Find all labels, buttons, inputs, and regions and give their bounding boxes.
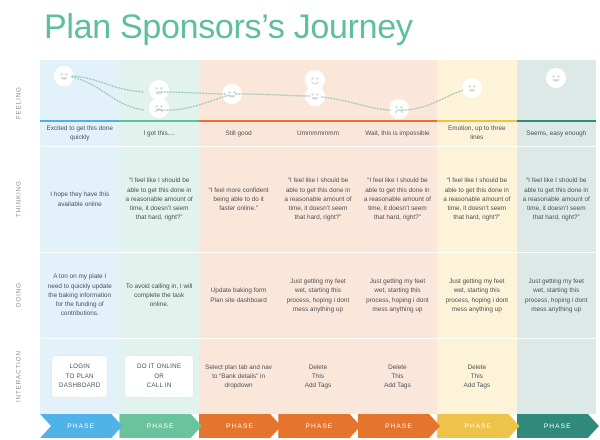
phase-chevron[interactable]: PHASE [119,414,201,438]
happy-face-icon [546,68,567,88]
happy-face-icon [222,84,243,104]
neutral-face-icon [304,70,325,90]
sad-face-icon [149,98,170,118]
thinking-cell: “I feel like I should be able to get thi… [516,146,596,252]
feeling-caption: Ummmmmmm [278,120,358,146]
phase-chevron[interactable]: PHASE [199,414,281,438]
doing-cell: Just getting my feet wet, starting this … [357,252,438,338]
thinking-cell: “I feel like I should be able to get thi… [278,146,358,252]
journey-column: Still good“I feel more confident being a… [198,60,279,414]
phase-label: PHASE [67,422,96,430]
phase-bar: PHASE PHASE PHASE PHASE PHASE PHASE PHASE [40,414,596,438]
interaction-cell: Select plan tab and nav to “Bank details… [198,338,279,414]
page-title: Plan Sponsors’s Journey [44,8,413,46]
thinking-cell: “I feel like I should be able to get thi… [357,146,438,252]
phase-chevron[interactable]: PHASE [40,414,122,438]
doing-cell: Just getting my feet wet, starting this … [278,252,358,338]
feeling-caption: Wait, this is impossible [357,120,438,146]
journey-column: Wait, this is impossible“I feel like I s… [357,60,438,414]
doing-cell: To avoid calling in, I will complete the… [119,252,199,338]
thinking-cell: “I feel like I should be able to get thi… [119,146,199,252]
phase-chevron[interactable]: PHASE [437,414,519,438]
feeling-caption: Still good [198,120,279,146]
feeling-chart-cell [517,60,596,120]
sad-face-icon [388,99,409,119]
thinking-cell: I hope they have this available online [40,146,120,252]
feeling-chart-cell [437,60,516,120]
feeling-caption: Seems, easy enough [516,120,596,146]
phase-label: PHASE [543,422,572,430]
journey-column: Emotion, up to three lines“I feel like I… [437,60,517,414]
feeling-caption: Excited to get this done quickly [40,120,120,146]
thinking-cell: “I feel more confident being able to do … [198,146,279,252]
feeling-chart-cell [199,60,278,120]
journey-column: Seems, easy enough“I feel like I should … [516,60,596,414]
feeling-caption: Emotion, up to three lines [437,120,517,146]
thinking-cell: “I feel like I should be able to get thi… [437,146,517,252]
interaction-text: Select plan tab and nav to “Bank details… [205,363,272,390]
journey-column: Ummmmmmm“I feel like I should be able to… [278,60,358,414]
row-label-interaction: INTERACTION [15,350,23,402]
phase-label: PHASE [226,422,254,430]
feeling-chart-cell [278,60,357,120]
row-label-feeling: FEELING [15,86,23,120]
doing-cell: Just getting my feet wet, starting this … [516,252,596,338]
phase-chevron[interactable]: PHASE [517,414,599,438]
journey-column: I got this....“I feel like I should be a… [119,60,199,414]
doing-cell: A ton on my plate I need to quickly upda… [40,252,120,338]
interaction-cell [516,338,596,414]
phase-chevron[interactable]: PHASE [278,414,360,438]
happy-face-icon [53,66,74,86]
doing-cell: Just getting my feet wet, starting this … [437,252,517,338]
phase-chevron[interactable]: PHASE [358,414,440,438]
row-label-thinking: THINKING [15,180,23,218]
neutral-face-icon [149,80,170,100]
doing-cell: Update baking form Plan site dashboard [198,252,279,338]
feeling-chart-cell [358,60,437,120]
phase-label: PHASE [305,422,334,430]
phase-label: PHASE [146,422,175,430]
phase-label: PHASE [464,422,493,430]
happy-face-icon [304,86,325,106]
feeling-chart-cell [40,60,119,120]
feeling-caption: I got this.... [119,120,199,146]
row-label-doing: DOING [15,282,23,308]
feeling-chart-cell [119,60,198,120]
happy-face-icon [462,78,483,98]
phase-label: PHASE [384,422,413,430]
